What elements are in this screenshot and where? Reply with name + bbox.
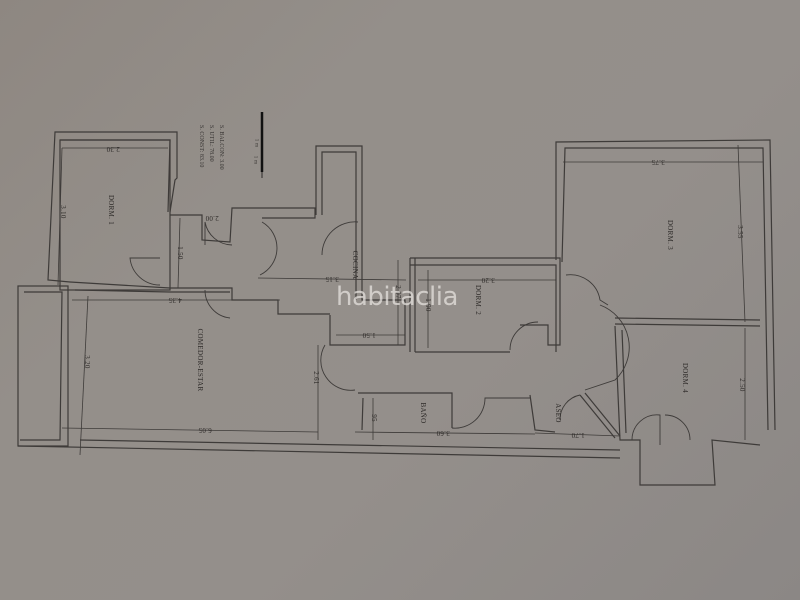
room-dorm2: DORM. 2 xyxy=(474,284,482,316)
room-dorm4: DORM. 4 xyxy=(681,362,689,394)
dim-comedor-width: 4.35 xyxy=(168,296,182,304)
room-dorm1: DORM. 1 xyxy=(107,194,115,226)
dim-hall-width: 2.00 xyxy=(205,214,219,222)
dim-passage-depth: 2.61 xyxy=(312,371,320,385)
scale-label-bottom: 1 m xyxy=(252,155,258,165)
dim-dorm2-length: 3.20 xyxy=(481,276,495,284)
room-bano: BAÑO xyxy=(419,402,427,424)
dim-dorm1-width: 2.30 xyxy=(106,145,120,153)
area-useful: S. UTIL: 78.00 xyxy=(208,125,214,162)
room-comedor-estar: COMEDOR-ESTAR xyxy=(196,328,204,392)
dim-dorm1-length: 3.10 xyxy=(59,205,67,219)
area-summary: S. CONST: 83.10 S. UTIL: 78.00 S. BALCON… xyxy=(188,125,248,185)
room-dorm3: DORM. 3 xyxy=(666,219,674,251)
dim-bano-depth: 95 xyxy=(370,414,378,422)
area-balcony: S. BALCON: 3.00 xyxy=(218,125,224,170)
dim-dorm3-length: 3.55 xyxy=(736,225,744,239)
dim-comedor-length: 3.20 xyxy=(83,355,91,369)
scale-label-top: 1 m xyxy=(253,138,259,148)
dim-aseo-length: 1.70 xyxy=(571,431,585,439)
room-aseo: ASEO xyxy=(554,403,562,423)
room-cocina: COCINA xyxy=(351,250,359,280)
dim-hall-depth: 1.50 xyxy=(176,246,184,260)
dim-comedor-total: 6.05 xyxy=(198,426,212,434)
watermark-logo: habitaclia xyxy=(336,282,458,312)
dim-bano-length: 3.60 xyxy=(436,429,450,437)
dim-dorm4-length: 2.50 xyxy=(738,378,746,392)
dorm1-outer-wall xyxy=(47,131,178,283)
dim-dorm3-width: 3.75 xyxy=(651,158,665,166)
dim-cocina-small: 1.50 xyxy=(362,331,376,339)
area-constructed: S. CONST: 83.10 xyxy=(198,125,204,168)
